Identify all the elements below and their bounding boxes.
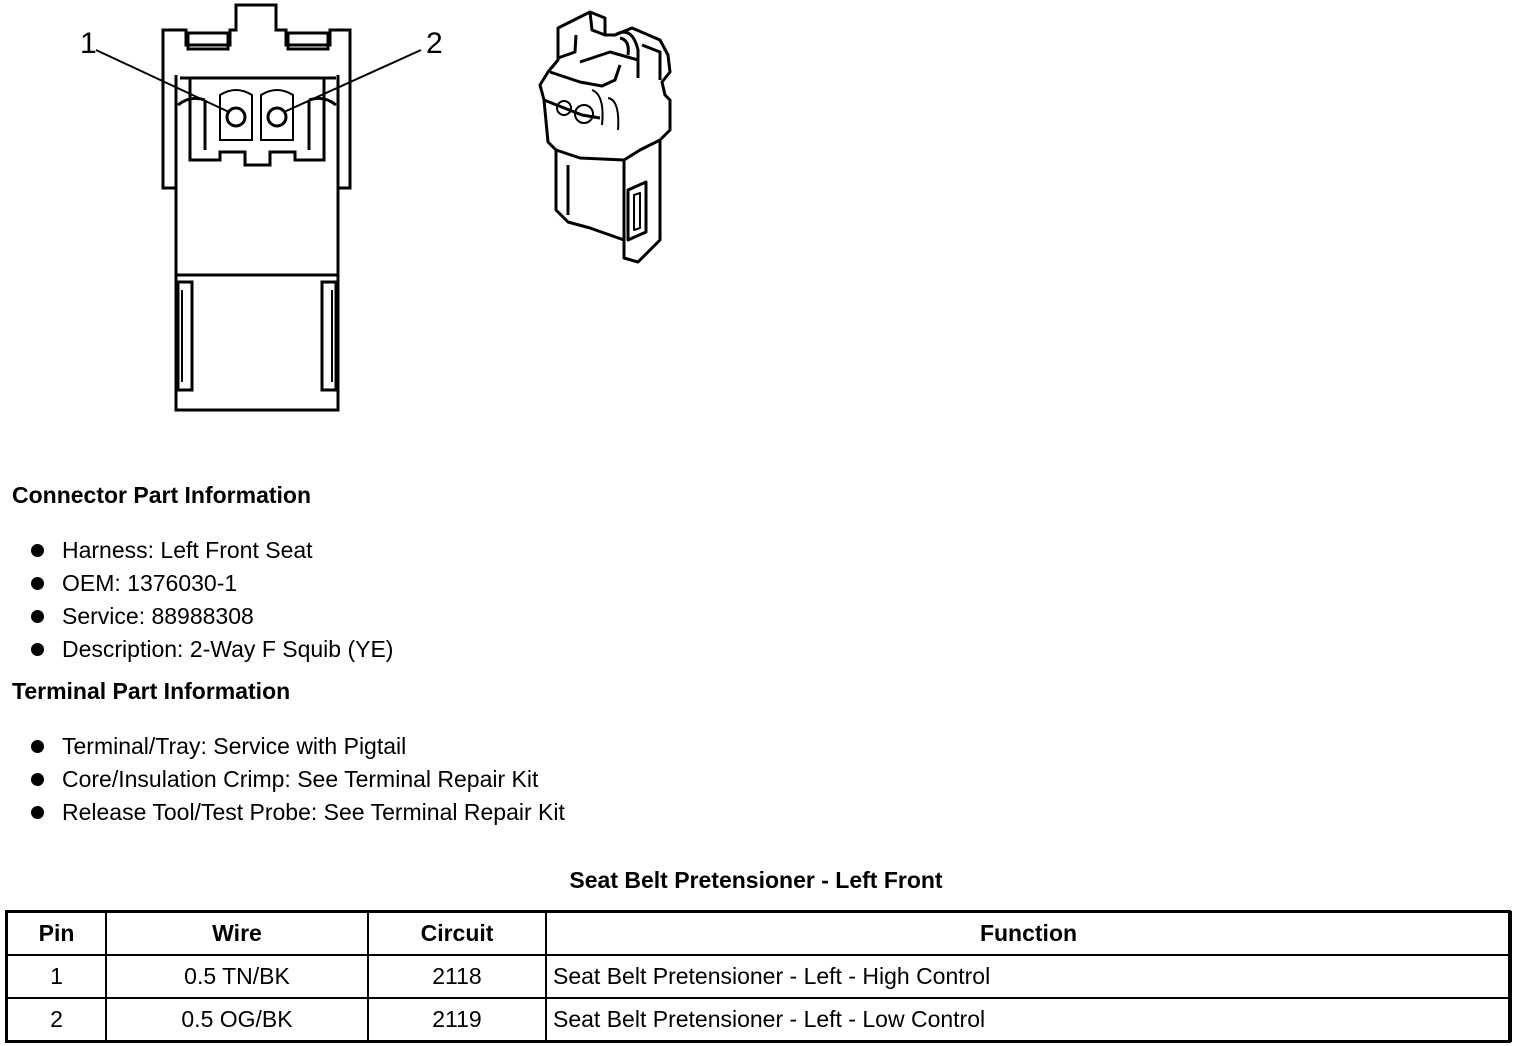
cell-pin: 2 xyxy=(6,997,107,1042)
column-header-function: Function xyxy=(545,911,1512,956)
bullet-icon xyxy=(31,806,44,819)
cell-wire: 0.5 TN/BK xyxy=(105,954,369,999)
list-item: OEM: 1376030-1 xyxy=(12,567,393,600)
callout-1: 1 xyxy=(80,27,97,60)
cell-wire: 0.5 OG/BK xyxy=(105,997,369,1042)
column-header-pin: Pin xyxy=(6,911,107,956)
cell-pin: 1 xyxy=(6,954,107,999)
list-item: Terminal/Tray: Service with Pigtail xyxy=(12,730,565,763)
connector-info-heading: Connector Part Information xyxy=(12,482,312,508)
callout-2: 2 xyxy=(426,27,443,60)
bullet-icon xyxy=(31,643,44,656)
cell-circuit: 2118 xyxy=(367,954,547,999)
cell-function: Seat Belt Pretensioner - Left - Low Cont… xyxy=(545,997,1512,1042)
list-item: Service: 88988308 xyxy=(12,600,393,633)
bullet-icon xyxy=(31,740,44,753)
bullet-icon xyxy=(31,544,44,557)
bullet-icon xyxy=(31,773,44,786)
terminal-info-list: Terminal/Tray: Service with Pigtail Core… xyxy=(12,730,565,829)
cell-circuit: 2119 xyxy=(367,997,547,1042)
bullet-icon xyxy=(31,577,44,590)
connector-isometric-view xyxy=(538,10,672,264)
list-item: Core/Insulation Crimp: See Terminal Repa… xyxy=(12,763,565,796)
pin-table: Pin Wire Circuit Function 1 0.5 TN/BK 21… xyxy=(6,911,1512,1042)
table-row: 2 0.5 OG/BK 2119 Seat Belt Pretensioner … xyxy=(6,997,1512,1042)
pin-table-frame: Pin Wire Circuit Function 1 0.5 TN/BK 21… xyxy=(5,910,1512,1043)
connector-front-view: 1 2 xyxy=(80,3,443,412)
terminal-info-heading: Terminal Part Information xyxy=(12,678,291,704)
bullet-icon xyxy=(31,610,44,623)
cell-function: Seat Belt Pretensioner - Left - High Con… xyxy=(545,954,1512,999)
table-header-row: Pin Wire Circuit Function xyxy=(6,911,1512,956)
list-item: Description: 2-Way F Squib (YE) xyxy=(12,633,393,666)
list-item: Harness: Left Front Seat xyxy=(12,534,393,567)
table-title: Seat Belt Pretensioner - Left Front xyxy=(569,867,943,893)
table-row: 1 0.5 TN/BK 2118 Seat Belt Pretensioner … xyxy=(6,954,1512,999)
column-header-wire: Wire xyxy=(105,911,369,956)
connector-info-list: Harness: Left Front Seat OEM: 1376030-1 … xyxy=(12,534,393,666)
list-item: Release Tool/Test Probe: See Terminal Re… xyxy=(12,796,565,829)
column-header-circuit: Circuit xyxy=(367,911,547,956)
